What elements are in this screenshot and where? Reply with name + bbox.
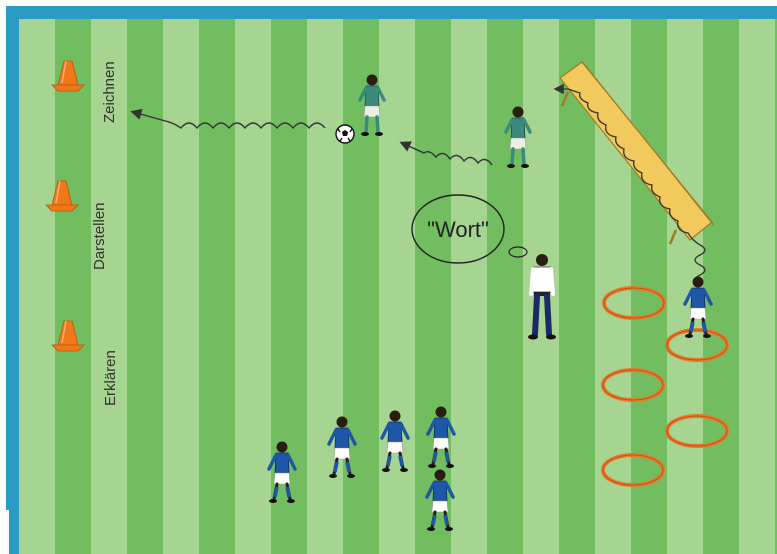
station-label-erklaeren: Erklären bbox=[102, 350, 119, 406]
station-label-darstellen: Darstellen bbox=[91, 202, 108, 270]
speech-bubble-text: "Wort" bbox=[427, 217, 489, 242]
station-label-zeichnen: Zeichnen bbox=[101, 61, 118, 123]
ball-icon bbox=[336, 125, 354, 143]
